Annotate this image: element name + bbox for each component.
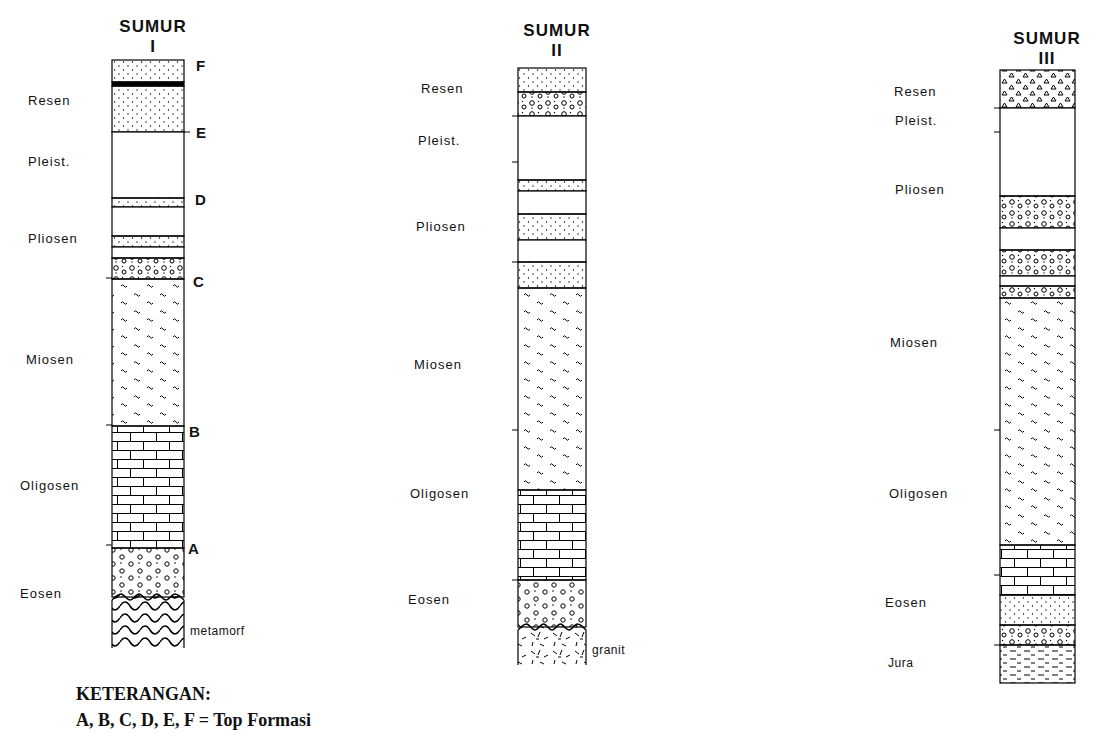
lithology-layer bbox=[1000, 625, 1075, 645]
lithology-layer bbox=[112, 279, 184, 426]
epoch-label: Eosen bbox=[20, 587, 62, 602]
lithology-layer bbox=[518, 262, 586, 288]
unconformity-line bbox=[518, 624, 586, 630]
column-side bbox=[518, 630, 586, 665]
epoch-tick bbox=[512, 262, 518, 263]
well-title: SUMUR II bbox=[523, 21, 590, 62]
lithology-layer bbox=[1000, 645, 1075, 683]
well-title: SUMUR III bbox=[1013, 29, 1080, 70]
formation-top: C bbox=[193, 273, 204, 290]
lithology-layer bbox=[518, 240, 586, 262]
well-column bbox=[994, 70, 1075, 683]
legend-note: A, B, C, D, E, F = Top Formasi bbox=[76, 710, 311, 731]
lithology-layer bbox=[112, 132, 184, 198]
lithology-layer bbox=[518, 490, 586, 580]
basement-label: metamorf bbox=[190, 625, 245, 639]
epoch-label: Eosen bbox=[408, 593, 450, 608]
lithology-layer bbox=[112, 60, 184, 82]
lithology-layer bbox=[518, 580, 586, 627]
lithology-layer bbox=[1000, 595, 1075, 625]
lithology-layer bbox=[1000, 276, 1075, 286]
lithology-layer bbox=[518, 116, 586, 180]
column-side bbox=[112, 600, 184, 648]
epoch-label: Resen bbox=[894, 85, 937, 100]
epoch-label: Jura bbox=[888, 657, 913, 671]
formation-top: F bbox=[196, 57, 205, 74]
formation-top: A bbox=[188, 540, 199, 557]
formation-top: E bbox=[196, 124, 206, 141]
unconformity-line bbox=[112, 594, 184, 600]
epoch-label: Miosen bbox=[890, 336, 938, 351]
epoch-tick bbox=[994, 430, 1000, 431]
epoch-tick bbox=[994, 575, 1000, 576]
basement-layer bbox=[518, 624, 586, 665]
epoch-tick bbox=[994, 108, 1000, 109]
lithology-layer bbox=[112, 548, 184, 597]
epoch-label: Resen bbox=[28, 94, 71, 109]
basement-layer bbox=[112, 594, 184, 648]
lithology-layer bbox=[518, 92, 586, 116]
epoch-tick bbox=[106, 425, 112, 426]
epoch-tick bbox=[994, 132, 1000, 133]
epoch-label: Miosen bbox=[26, 353, 74, 368]
epoch-label: Miosen bbox=[414, 358, 462, 373]
epoch-tick bbox=[184, 132, 190, 133]
lithology-layer bbox=[1000, 250, 1075, 276]
epoch-tick bbox=[512, 116, 518, 117]
lithology-layer bbox=[112, 426, 184, 548]
epoch-tick bbox=[512, 580, 518, 581]
lithology-layer bbox=[112, 236, 184, 247]
lithology-layer bbox=[518, 214, 586, 240]
epoch-label: Pliosen bbox=[416, 220, 466, 235]
lithology-layer bbox=[518, 68, 586, 92]
epoch-label: Pleist. bbox=[895, 114, 937, 129]
lithology-layer bbox=[1000, 286, 1075, 298]
lithology-layer bbox=[112, 207, 184, 236]
epoch-label: Oligosen bbox=[889, 487, 948, 502]
epoch-tick bbox=[106, 278, 112, 279]
epoch-tick bbox=[106, 545, 112, 546]
lithology-layer bbox=[112, 247, 184, 258]
lithology-layer bbox=[1000, 70, 1075, 108]
lithology-layer bbox=[112, 86, 184, 132]
formation-top: B bbox=[189, 423, 200, 440]
epoch-tick bbox=[512, 430, 518, 431]
lithology-layer bbox=[1000, 108, 1075, 196]
lithology-layer bbox=[518, 180, 586, 191]
legend-heading: KETERANGAN: bbox=[76, 684, 211, 705]
basement-label: granit bbox=[592, 644, 625, 658]
epoch-label: Pliosen bbox=[895, 183, 945, 198]
formation-top: D bbox=[195, 191, 206, 208]
epoch-label: Resen bbox=[421, 82, 464, 97]
lithology-layer bbox=[518, 191, 586, 214]
lithology-layer bbox=[1000, 298, 1075, 545]
lithology-layer bbox=[1000, 545, 1075, 595]
epoch-label: Eosen bbox=[885, 596, 927, 611]
epoch-label: Oligosen bbox=[20, 479, 79, 494]
lithology-layer bbox=[112, 258, 184, 279]
epoch-label: Pleist. bbox=[28, 155, 70, 170]
lithology-layer bbox=[518, 288, 586, 490]
well-title: SUMUR I bbox=[119, 17, 186, 58]
lithology-layer bbox=[1000, 196, 1075, 228]
epoch-tick bbox=[994, 645, 1000, 646]
epoch-label: Pleist. bbox=[418, 134, 460, 149]
epoch-label: Pliosen bbox=[28, 232, 78, 247]
well-column bbox=[106, 60, 190, 648]
well-column bbox=[512, 68, 586, 665]
epoch-tick bbox=[512, 162, 518, 163]
epoch-label: Oligosen bbox=[410, 487, 469, 502]
lithology-layer bbox=[112, 198, 184, 207]
lithology-layer bbox=[1000, 228, 1075, 250]
